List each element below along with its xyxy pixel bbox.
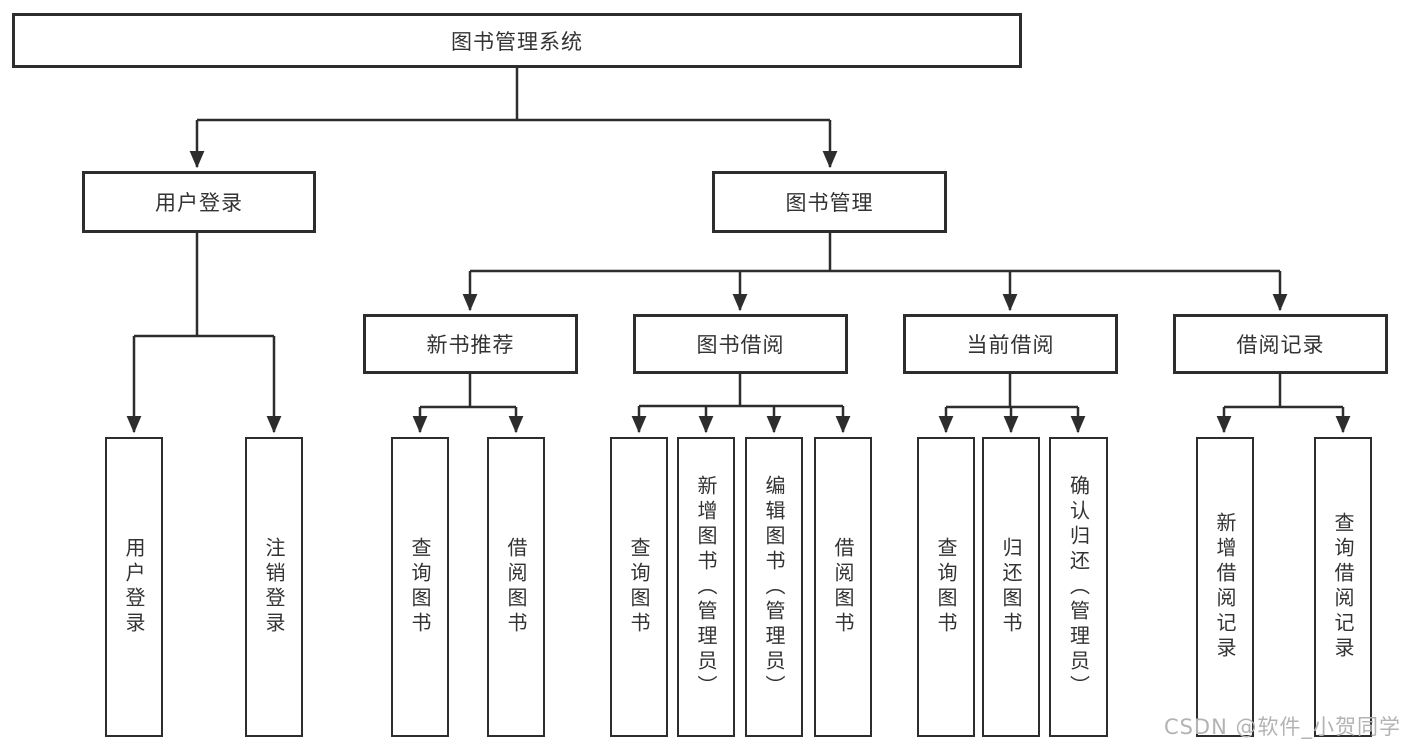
node-borrowing-records: 借阅记录 — [1173, 314, 1388, 374]
leaf-query-borrow-record: 查询借阅记录 — [1314, 437, 1372, 737]
leaf-query-books-recommend: 查询图书 — [391, 437, 449, 737]
node-new-book-recommend: 新书推荐 — [363, 314, 578, 374]
leaf-logout: 注销登录 — [245, 437, 303, 737]
node-root-system: 图书管理系统 — [12, 13, 1022, 68]
leaf-add-borrow-record: 新增借阅记录 — [1196, 437, 1254, 737]
leaf-add-books-admin: 新增图书（管理员） — [677, 437, 735, 737]
leaf-query-books-borrowing: 查询图书 — [610, 437, 668, 737]
node-current-borrowing: 当前借阅 — [903, 314, 1118, 374]
leaf-query-books-current: 查询图书 — [917, 437, 975, 737]
leaf-confirm-return-admin: 确认归还（管理员） — [1049, 437, 1108, 737]
leaf-borrow-books: 借阅图书 — [814, 437, 872, 737]
node-user-login: 用户登录 — [82, 171, 316, 233]
leaf-return-books: 归还图书 — [982, 437, 1040, 737]
node-book-borrowing: 图书借阅 — [633, 314, 848, 374]
leaf-user-login: 用户登录 — [105, 437, 163, 737]
leaf-edit-books-admin: 编辑图书（管理员） — [745, 437, 803, 737]
csdn-watermark: CSDN @软件_小贺同学 — [1163, 715, 1401, 739]
node-book-management: 图书管理 — [712, 171, 947, 233]
leaf-borrow-books-recommend: 借阅图书 — [487, 437, 545, 737]
